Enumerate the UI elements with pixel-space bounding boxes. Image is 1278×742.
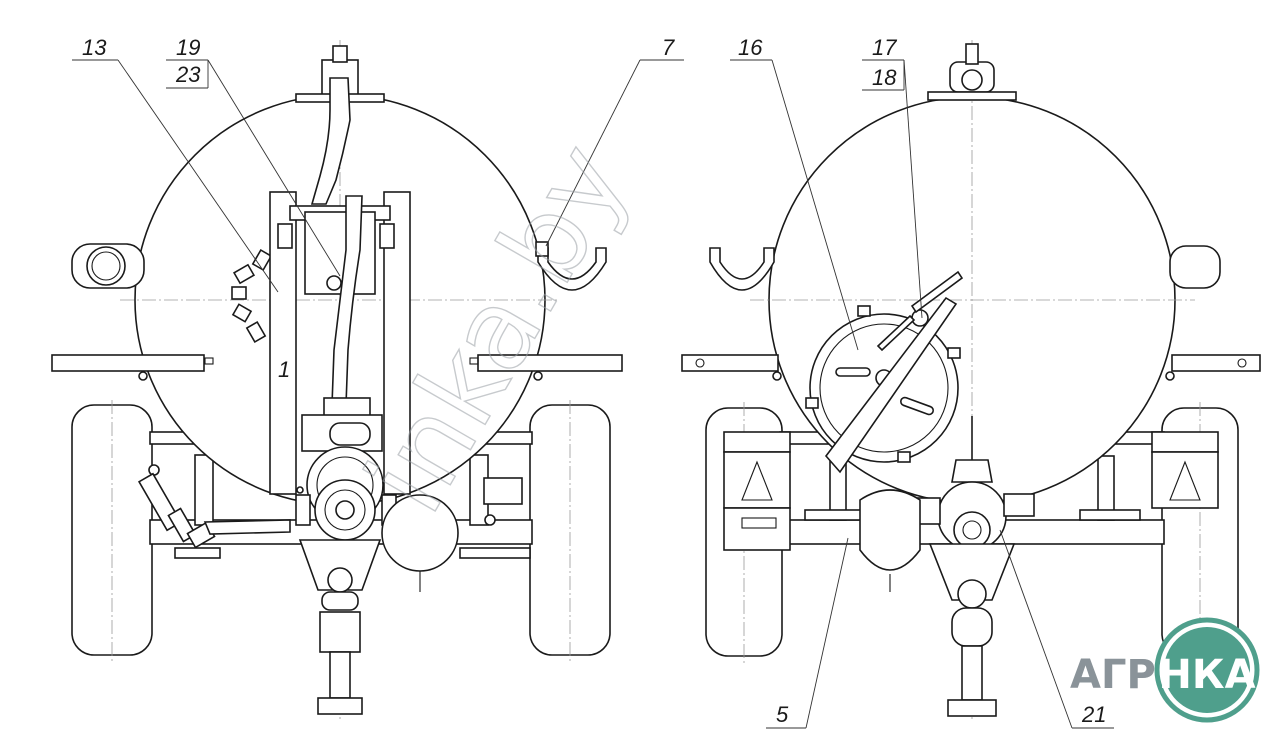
drawbar	[298, 539, 382, 591]
rear-lamp-right	[1151, 431, 1219, 453]
right-wheel	[529, 404, 611, 656]
callout-21: 21	[1081, 702, 1106, 727]
callouts: 13 19 23 7 1 16 17 18 5 21	[72, 35, 1114, 729]
vacuum-hose	[310, 77, 351, 205]
callout-16: 16	[738, 35, 763, 60]
callout-17: 17	[872, 35, 897, 60]
rear-view	[51, 40, 623, 720]
callout-18: 18	[872, 65, 897, 90]
rear-lamp-left	[723, 431, 791, 453]
callout-1: 1	[278, 357, 290, 382]
callout-13: 13	[82, 35, 107, 60]
side-rail-front-left	[681, 354, 779, 372]
hose-hook	[537, 247, 607, 291]
front-view	[681, 40, 1261, 720]
sight-slots	[231, 248, 288, 344]
callout-5: 5	[776, 702, 789, 727]
left-wheel	[71, 404, 153, 656]
rear-hatch-door	[805, 270, 964, 474]
brand-logo: АГРО НКА	[1070, 617, 1260, 723]
callout-23: 23	[175, 62, 201, 87]
discharge-valve	[905, 416, 1035, 551]
hose-hook-front	[709, 247, 775, 291]
callout-7: 7	[662, 35, 675, 60]
side-rail-left	[51, 354, 205, 372]
shock-strut	[137, 464, 291, 549]
callout-19: 19	[176, 35, 200, 60]
drawbar-front	[928, 543, 1016, 601]
logo-badge-text: НКА	[1158, 652, 1255, 698]
